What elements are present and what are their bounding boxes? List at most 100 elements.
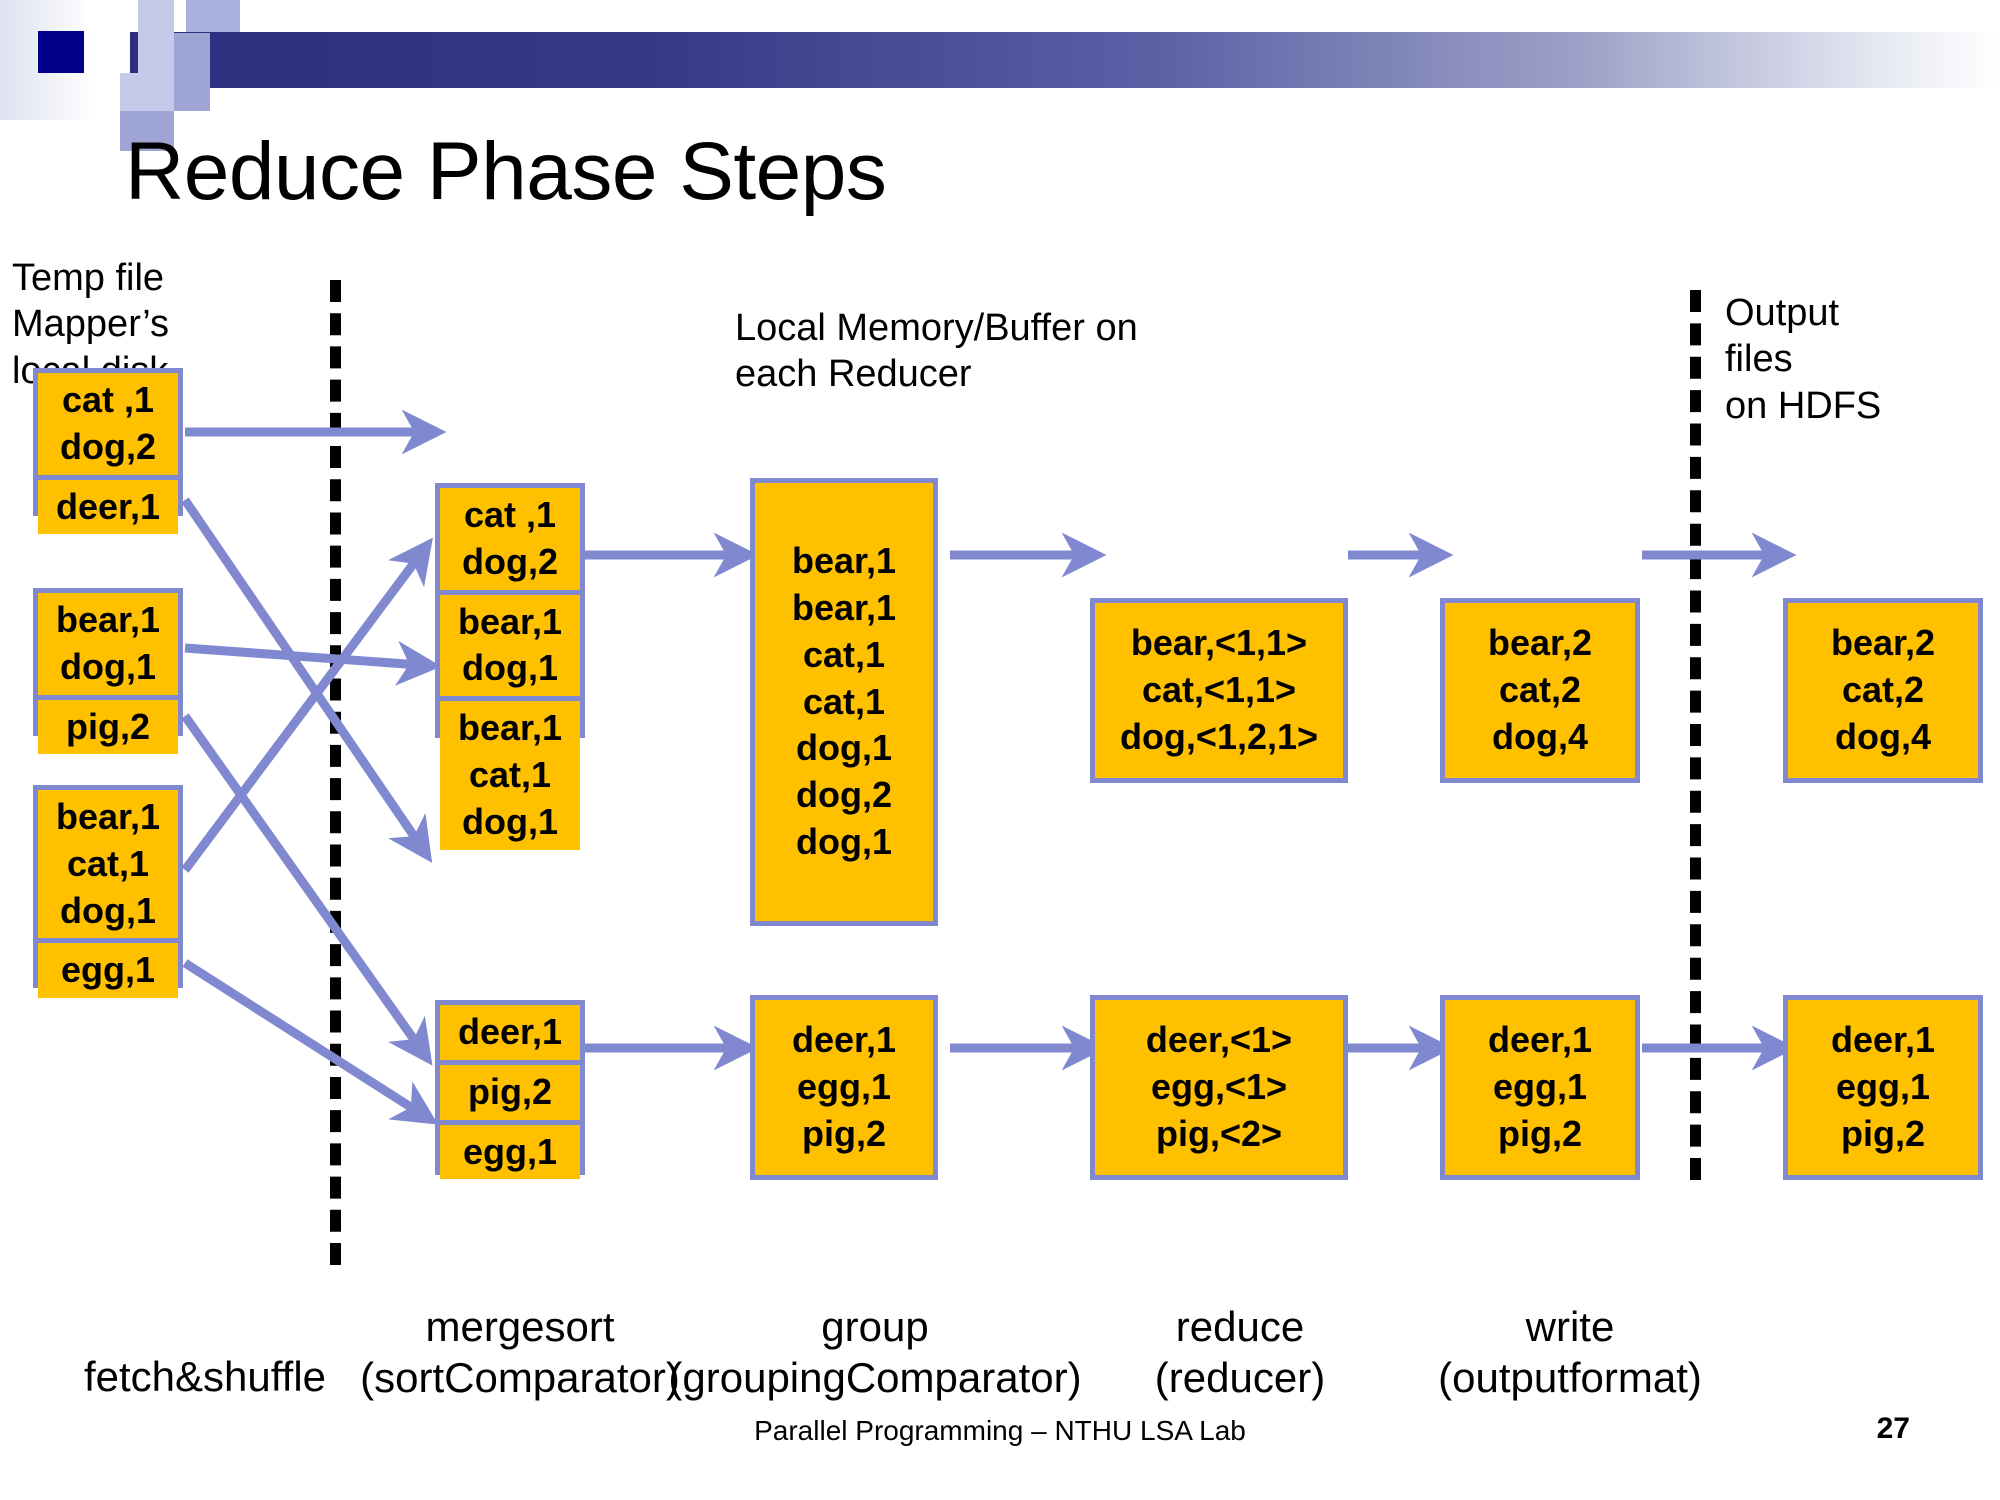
kv-cell: bear,2 cat,2 dog,4 [1788, 603, 1978, 778]
kv-line: pig,<2> [1155, 1112, 1283, 1154]
step-label-reduce: reduce (reducer) [1090, 1250, 1390, 1455]
header-decoration [0, 0, 2000, 151]
step-label-write: write (outputformat) [1370, 1250, 1770, 1455]
deco-square-navy [38, 31, 84, 73]
group-box-top[interactable]: bear,<1,1> cat,<1,1> dog,<1,2,1> [1090, 598, 1348, 783]
step-sub: (sortComparator) [360, 1354, 680, 1402]
kv-line: pig,2 [467, 1070, 552, 1112]
kv-line: pig,2 [1497, 1112, 1582, 1154]
kv-line: dog,<1,2,1> [1119, 715, 1319, 757]
step-sub: (groupingComparator) [668, 1354, 1082, 1402]
kv-line: deer,<1> [1145, 1019, 1293, 1061]
kv-cell: deer,1 [440, 1005, 580, 1060]
kv-line: pig,2 [65, 705, 150, 747]
buffer-box-bottom[interactable]: deer,1 egg,1 pig,2 [750, 995, 938, 1180]
deco-square-pale-3 [120, 73, 174, 111]
kv-line: dog,1 [462, 647, 558, 689]
kv-cell: bear,1 cat,1 dog,1 [440, 701, 580, 850]
kv-line: dog,2 [796, 774, 892, 816]
kv-line: bear,1 [55, 599, 161, 640]
deco-square-white [84, 0, 120, 32]
arrow-shuffle-5 [181, 537, 433, 873]
kv-cell: deer,1 egg,1 pig,2 [755, 1000, 933, 1175]
arrow-shuffle-4 [181, 713, 433, 1066]
write-box-bottom[interactable]: deer,1 egg,1 pig,2 [1783, 995, 1983, 1180]
arrow-shuffle-6 [182, 959, 439, 1125]
mergesort-box-top[interactable]: cat ,1 dog,2 bear,1 dog,1 bear,1 cat,1 d… [435, 483, 585, 850]
kv-line: egg,1 [60, 949, 156, 991]
kv-line: dog,2 [60, 425, 156, 467]
kv-line: egg,1 [462, 1130, 558, 1172]
kv-cell: bear,2 cat,2 dog,4 [1445, 603, 1635, 778]
kv-cell: pig,2 [38, 699, 178, 755]
kv-line: cat,2 [1841, 669, 1925, 711]
kv-line: egg,<1> [1150, 1066, 1288, 1108]
kv-line: cat,1 [66, 842, 150, 884]
kv-cell: bear,1 cat,1 dog,1 [38, 790, 178, 939]
temp-file-box-3[interactable]: bear,1 cat,1 dog,1 egg,1 [33, 785, 183, 999]
kv-line: bear,1 [791, 587, 897, 628]
kv-cell: cat ,1 dog,2 [38, 373, 178, 475]
step-name: write [1525, 1303, 1615, 1351]
kv-cell: deer,<1> egg,<1> pig,<2> [1095, 1000, 1343, 1175]
kv-line: bear,1 [457, 600, 563, 642]
deco-square-mid-2 [174, 73, 210, 111]
kv-line: dog,1 [60, 889, 156, 931]
kv-line: cat,2 [1498, 669, 1582, 711]
buffer-box-top[interactable]: bear,1 bear,1 cat,1 cat,1 dog,1 dog,2 do… [750, 478, 938, 926]
kv-line: cat,1 [802, 633, 886, 675]
footer-text: Parallel Programming – NTHU LSA Lab [754, 1415, 1246, 1446]
arrow-shuffle-2 [181, 497, 433, 863]
kv-line: pig,2 [801, 1112, 886, 1154]
reduce-box-top[interactable]: bear,2 cat,2 dog,4 [1440, 598, 1640, 783]
kv-cell: bear,1 bear,1 cat,1 cat,1 dog,1 dog,2 do… [755, 483, 933, 921]
kv-line: bear,1 [55, 796, 161, 837]
kv-line: egg,1 [1835, 1066, 1931, 1108]
kv-cell: bear,<1,1> cat,<1,1> dog,<1,2,1> [1095, 603, 1343, 778]
kv-line: bear,1 [457, 707, 563, 749]
step-name: fetch&shuffle [83, 1353, 327, 1401]
kv-cell: deer,1 [38, 479, 178, 535]
deco-square-mid-1 [174, 33, 210, 73]
write-box-top[interactable]: bear,2 cat,2 dog,4 [1783, 598, 1983, 783]
kv-line: dog,1 [60, 645, 156, 687]
kv-line: cat ,1 [61, 379, 155, 420]
kv-line: bear,1 [791, 540, 897, 582]
step-sub: (reducer) [1154, 1354, 1326, 1402]
kv-cell: pig,2 [440, 1064, 580, 1120]
caption-local-buffer: Local Memory/Buffer on each Reducer [735, 307, 1138, 396]
kv-line: egg,1 [1492, 1066, 1588, 1108]
kv-line: bear,2 [1487, 622, 1593, 664]
step-label-fetch-shuffle: fetch&shuffle [40, 1300, 370, 1402]
step-sub: (outputformat) [1438, 1354, 1702, 1402]
group-box-bottom[interactable]: deer,<1> egg,<1> pig,<2> [1090, 995, 1348, 1180]
kv-cell: cat ,1 dog,2 [440, 488, 580, 590]
kv-line: deer,1 [1830, 1019, 1936, 1061]
arrow-shuffle-3 [184, 640, 442, 686]
caption-output-files: Output files on HDFS [1725, 292, 1882, 427]
kv-line: dog,1 [796, 727, 892, 769]
mergesort-box-bottom[interactable]: deer,1 pig,2 egg,1 [435, 1000, 585, 1180]
kv-line: deer,1 [457, 1011, 563, 1052]
kv-cell: egg,1 [440, 1124, 580, 1180]
kv-cell: deer,1 egg,1 pig,2 [1788, 1000, 1978, 1175]
temp-file-box-2[interactable]: bear,1 dog,1 pig,2 [33, 588, 183, 755]
divider-hdfs-boundary [1690, 290, 1701, 1180]
kv-line: cat,1 [468, 753, 552, 795]
page-number: 27 [1876, 1412, 1910, 1445]
reduce-box-bottom[interactable]: deer,1 egg,1 pig,2 [1440, 995, 1640, 1180]
temp-file-box-1[interactable]: cat ,1 dog,2 deer,1 [33, 368, 183, 535]
kv-cell: deer,1 egg,1 pig,2 [1445, 1000, 1635, 1175]
step-label-group: group (groupingComparator) [665, 1250, 1085, 1455]
kv-line: dog,4 [1492, 715, 1588, 757]
kv-line: deer,1 [791, 1019, 897, 1061]
step-label-mergesort: mergesort (sortComparator) [355, 1250, 685, 1455]
kv-cell: bear,1 dog,1 [38, 593, 178, 695]
step-name: group [821, 1303, 929, 1351]
kv-line: cat ,1 [463, 494, 557, 535]
kv-cell: egg,1 [38, 943, 178, 999]
kv-line: egg,1 [796, 1066, 892, 1108]
kv-line: dog,4 [1835, 715, 1931, 757]
kv-line: cat,1 [802, 680, 886, 722]
